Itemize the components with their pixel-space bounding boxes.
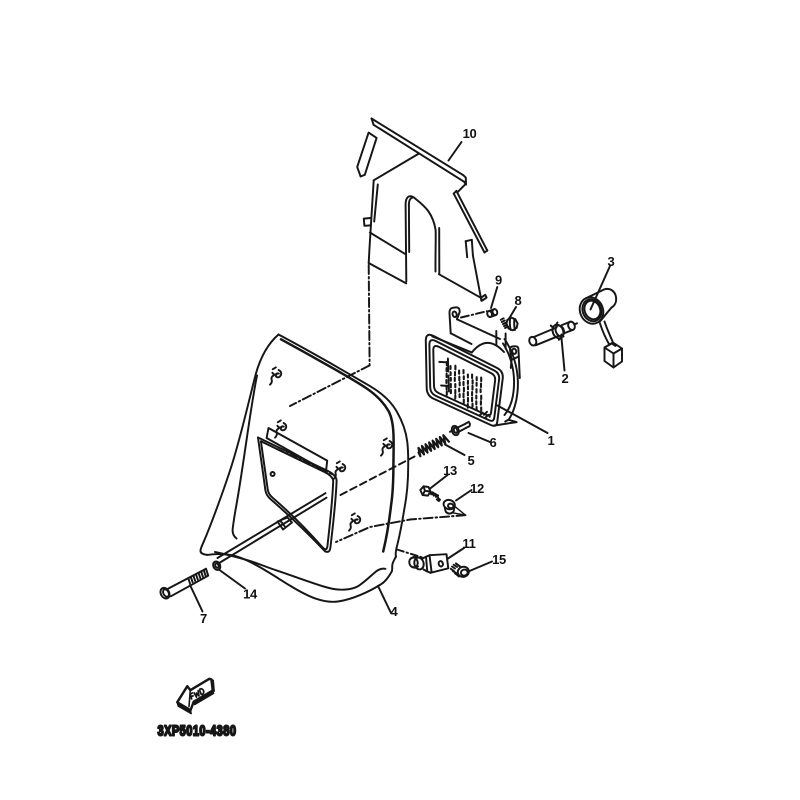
svg-text:13: 13 — [443, 463, 457, 478]
svg-text:4: 4 — [391, 604, 399, 619]
svg-text:2: 2 — [562, 371, 569, 386]
svg-text:9: 9 — [495, 273, 502, 288]
svg-text:6: 6 — [490, 435, 497, 450]
svg-text:3XP5010-4380: 3XP5010-4380 — [158, 722, 237, 739]
svg-text:12: 12 — [470, 481, 484, 496]
svg-text:7: 7 — [200, 611, 207, 626]
svg-text:3: 3 — [608, 254, 615, 269]
svg-text:14: 14 — [243, 587, 258, 602]
svg-text:15: 15 — [492, 552, 506, 567]
svg-text:1: 1 — [548, 433, 555, 448]
svg-text:8: 8 — [515, 293, 522, 308]
svg-text:10: 10 — [463, 126, 477, 141]
svg-text:11: 11 — [462, 536, 475, 551]
svg-text:5: 5 — [468, 453, 475, 468]
